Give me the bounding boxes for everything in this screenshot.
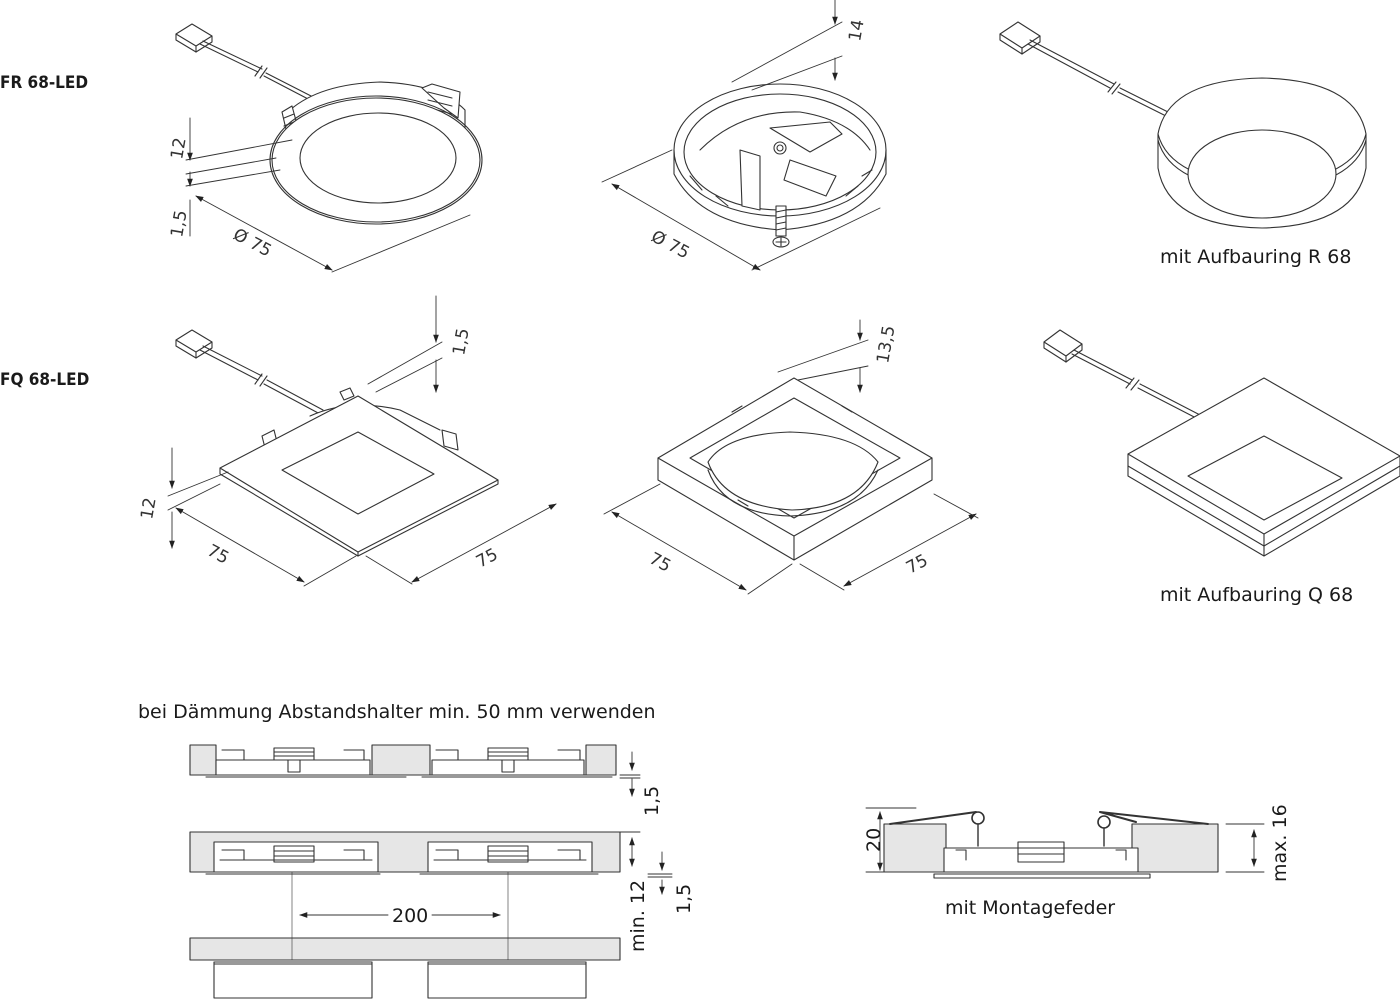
dim-fq-flange: 1,5 bbox=[449, 327, 473, 357]
fq-with-q68-ring bbox=[1043, 329, 1400, 557]
dim-sec2-spacing: 200 bbox=[392, 905, 428, 927]
dim-ring-height: 14 bbox=[845, 18, 868, 43]
dim-sec2-flange: 1,5 bbox=[673, 884, 695, 914]
fq-dimension-lines bbox=[167, 295, 557, 587]
fq-square-light bbox=[175, 329, 499, 557]
fr-with-r68-ring bbox=[999, 21, 1367, 229]
dim-sec2-min: min. 12 bbox=[627, 880, 649, 952]
dim-qring-width-b: 75 bbox=[903, 551, 931, 579]
r68-dimension-lines bbox=[601, 0, 881, 271]
fr-dimension-lines bbox=[185, 117, 471, 273]
row-label-fq: FQ 68-LED bbox=[0, 370, 90, 390]
section-panel-spacing bbox=[189, 831, 621, 999]
caption-r68: mit Aufbauring R 68 bbox=[1160, 246, 1352, 268]
section-spring-dims bbox=[865, 807, 1265, 873]
dim-spring-panel: 20 bbox=[863, 828, 885, 852]
caption-insulation: bei Dämmung Abstandshalter min. 50 mm ve… bbox=[138, 701, 656, 723]
section-panel-dims bbox=[291, 831, 673, 961]
caption-q68: mit Aufbauring Q 68 bbox=[1160, 584, 1354, 606]
dim-fq-height: 12 bbox=[137, 496, 160, 521]
q68-dimension-lines bbox=[603, 319, 979, 595]
dim-ring-diameter: Ø 75 bbox=[648, 227, 693, 264]
row-label-fr: FR 68-LED bbox=[0, 73, 89, 93]
dim-spring-max: max. 16 bbox=[1269, 804, 1291, 882]
dim-fq-width-a: 75 bbox=[204, 541, 232, 569]
dim-fq-width-b: 75 bbox=[473, 545, 501, 573]
dim-sec1-flange: 1,5 bbox=[641, 786, 663, 816]
caption-spring: mit Montagefeder bbox=[945, 897, 1116, 919]
dim-qring-height: 13,5 bbox=[873, 324, 899, 365]
q68-mounting-ring bbox=[657, 377, 933, 561]
fr-round-light bbox=[175, 23, 483, 225]
dim-fr-diameter: Ø 75 bbox=[230, 225, 275, 262]
section-insulation-dims bbox=[619, 751, 641, 797]
section-insulation bbox=[189, 744, 617, 778]
dim-fr-flange: 1,5 bbox=[167, 209, 191, 239]
r68-mounting-ring bbox=[673, 83, 887, 248]
dim-qring-width-a: 75 bbox=[646, 549, 674, 577]
dim-fr-height: 12 bbox=[167, 136, 190, 161]
section-mounting-spring bbox=[883, 811, 1219, 879]
